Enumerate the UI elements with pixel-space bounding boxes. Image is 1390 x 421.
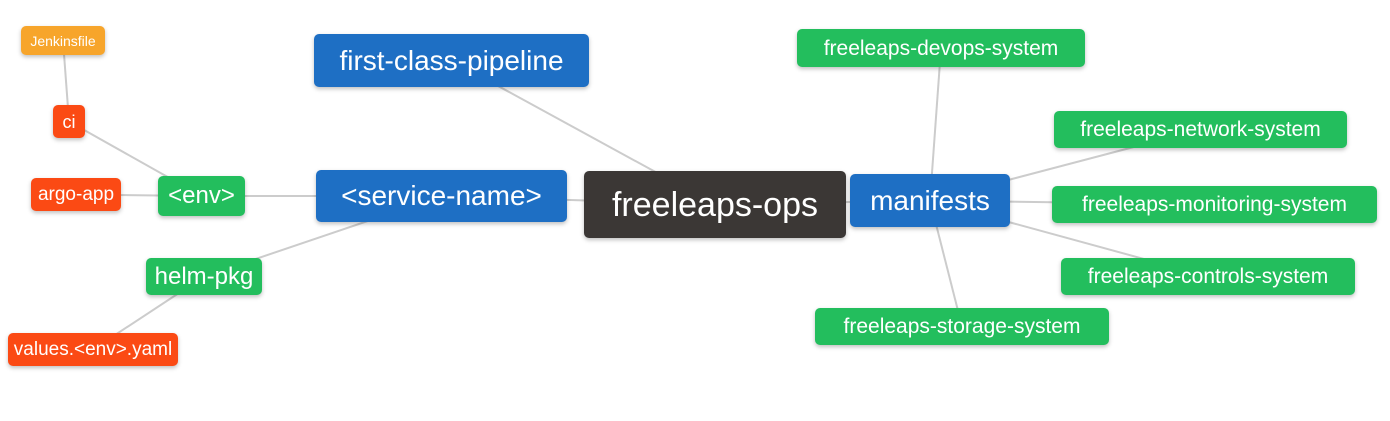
- node-first-class-pipeline[interactable]: first-class-pipeline: [314, 34, 589, 87]
- node-freeleaps-ops[interactable]: freeleaps-ops: [584, 171, 846, 238]
- node-argo-app[interactable]: argo-app: [31, 178, 121, 211]
- node-freeleaps-controls-system[interactable]: freeleaps-controls-system: [1061, 258, 1355, 295]
- node-freeleaps-network-system[interactable]: freeleaps-network-system: [1054, 111, 1347, 148]
- node-freeleaps-storage-system[interactable]: freeleaps-storage-system: [815, 308, 1109, 345]
- node-freeleaps-devops-system[interactable]: freeleaps-devops-system: [797, 29, 1085, 67]
- node-jenkinsfile[interactable]: Jenkinsfile: [21, 26, 105, 55]
- node-env[interactable]: <env>: [158, 176, 245, 216]
- node-freeleaps-monitoring-system[interactable]: freeleaps-monitoring-system: [1052, 186, 1377, 223]
- node-ci[interactable]: ci: [53, 105, 85, 138]
- node-helm-pkg[interactable]: helm-pkg: [146, 258, 262, 295]
- node-manifests[interactable]: manifests: [850, 174, 1010, 227]
- node-values-env-yaml[interactable]: values.<env>.yaml: [8, 333, 178, 366]
- node-service-name[interactable]: <service-name>: [316, 170, 567, 222]
